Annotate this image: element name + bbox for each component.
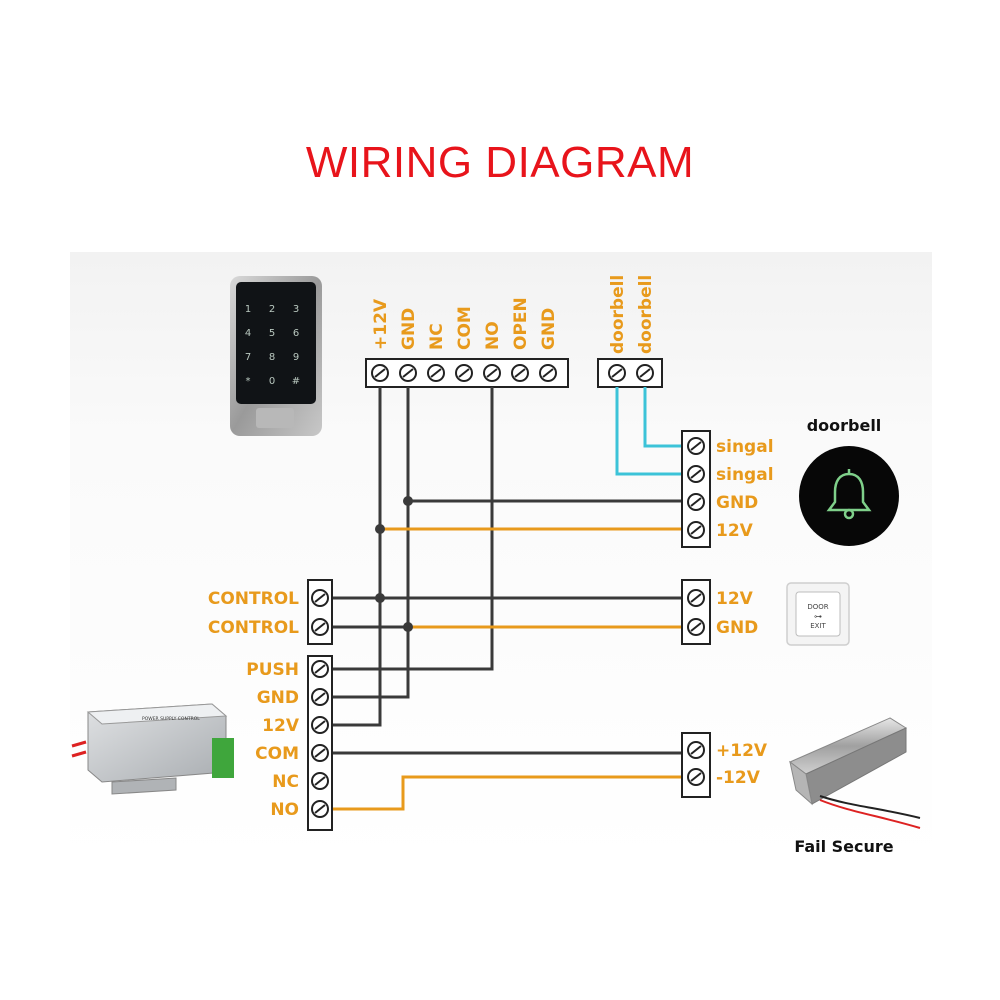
terminal-label: GND	[399, 308, 419, 350]
exit-terminal-block	[681, 579, 711, 645]
screw-terminal	[371, 364, 389, 382]
terminal-label: -12V	[716, 768, 761, 788]
screw-terminal	[311, 688, 329, 706]
screw-terminal	[311, 772, 329, 790]
terminal-label: singal	[716, 465, 774, 485]
screw-terminal	[687, 465, 705, 483]
doorbell-input-block	[681, 430, 711, 548]
terminal-label: OPEN	[511, 297, 531, 350]
screw-terminal	[311, 660, 329, 678]
terminal-label: GND	[716, 618, 758, 638]
lock-label: Fail Secure	[794, 837, 893, 856]
screw-terminal	[687, 589, 705, 607]
screw-terminal	[608, 364, 626, 382]
screw-terminal	[687, 768, 705, 786]
terminal-label: NO	[483, 321, 503, 350]
terminal-label: doorbell	[636, 275, 656, 354]
terminal-label: 12V	[716, 521, 754, 541]
terminal-label: NC	[427, 323, 447, 350]
electric-strike-device	[789, 717, 921, 829]
keypad-key: 5	[269, 328, 275, 339]
doorbell-terminal-block: doorbell doorbell	[597, 275, 663, 388]
keypad-key: #	[292, 376, 300, 387]
terminal-label: CONTROL	[208, 589, 299, 609]
control-terminal-block	[307, 579, 333, 645]
keypad-key: 6	[293, 328, 299, 339]
keypad-key: 2	[269, 304, 275, 315]
page-title: WIRING DIAGRAM	[305, 138, 695, 187]
keypad-key: 7	[245, 352, 251, 363]
keypad-key: *	[246, 376, 251, 387]
terminal-label: NO	[270, 800, 299, 820]
screw-terminal	[687, 521, 705, 539]
wire-junctions	[375, 496, 413, 632]
keypad-key: 9	[293, 352, 299, 363]
power-supply-device: POWER SUPPLY CONTROL	[71, 703, 234, 795]
terminal-label: GND	[539, 308, 559, 350]
key-icon: ⊶	[814, 612, 822, 621]
terminal-label: 12V	[262, 716, 300, 736]
screw-terminal	[311, 589, 329, 607]
terminal-label: 12V	[716, 589, 754, 609]
screw-terminal	[311, 744, 329, 762]
screw-terminal	[539, 364, 557, 382]
keypad-key: 1	[245, 304, 251, 315]
svg-text:POWER SUPPLY CONTROL: POWER SUPPLY CONTROL	[142, 716, 200, 722]
screw-terminal	[399, 364, 417, 382]
terminal-label: NC	[272, 772, 299, 792]
screw-terminal	[455, 364, 473, 382]
psu-terminal-block	[307, 655, 333, 831]
screw-terminal	[311, 800, 329, 818]
bell-icon	[826, 469, 872, 520]
screw-terminal	[483, 364, 501, 382]
doorbell-device	[799, 446, 899, 546]
terminal-label: COM	[455, 306, 475, 350]
svg-text:DOOR: DOOR	[807, 603, 828, 611]
terminal-label: CONTROL	[208, 618, 299, 638]
keypad-key: 0	[269, 376, 275, 387]
screw-terminal	[511, 364, 529, 382]
keypad-key: 3	[293, 304, 299, 315]
keypad-device: 1 2 3 4 5 6 7 8 9 * 0 #	[230, 276, 322, 436]
screw-terminal	[687, 741, 705, 759]
keypad-terminal-block: +12V GND NC COM NO OPEN GND	[365, 297, 569, 388]
doorbell-label: doorbell	[807, 416, 882, 435]
screw-terminal	[636, 364, 654, 382]
screw-terminal	[687, 437, 705, 455]
svg-text:EXIT: EXIT	[810, 622, 826, 630]
screw-terminal	[687, 618, 705, 636]
exit-button-device: DOOR ⊶ EXIT	[786, 582, 850, 646]
terminal-label: COM	[255, 744, 299, 764]
lock-terminal-block	[681, 732, 711, 798]
screw-terminal	[427, 364, 445, 382]
terminal-label: PUSH	[246, 660, 299, 680]
screw-terminal	[311, 618, 329, 636]
terminal-label: GND	[257, 688, 299, 708]
screw-terminal	[311, 716, 329, 734]
terminal-label: +12V	[716, 741, 768, 761]
terminal-label: +12V	[371, 298, 391, 350]
terminal-label: GND	[716, 493, 758, 513]
keypad-key: 4	[245, 328, 251, 339]
keypad-key: 8	[269, 352, 275, 363]
terminal-label: doorbell	[608, 275, 628, 354]
screw-terminal	[687, 493, 705, 511]
terminal-label: singal	[716, 437, 774, 457]
